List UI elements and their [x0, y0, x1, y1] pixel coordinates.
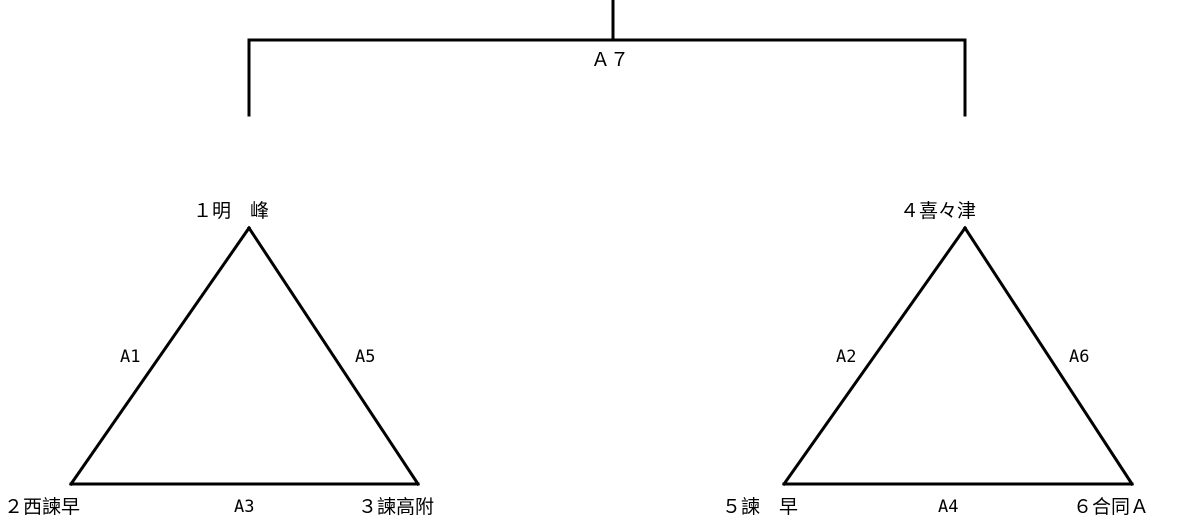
game-label: A2	[836, 347, 857, 367]
team-label: ２西諫早	[4, 496, 81, 518]
team-label: １明 峰	[193, 200, 270, 222]
group-b-right-edge	[962, 225, 1135, 487]
group-a-left-edge	[68, 225, 252, 487]
game-label: A3	[234, 497, 255, 517]
group-b-left-edge	[781, 225, 968, 487]
team-label: ６合同Ａ	[1073, 496, 1150, 518]
game-label: A5	[355, 347, 376, 367]
game-label: A6	[1069, 347, 1090, 367]
team-label: ５諫 早	[722, 496, 799, 518]
final-game-label: Ａ７	[591, 49, 630, 71]
game-label: A4	[938, 497, 959, 517]
game-label: A1	[120, 347, 141, 367]
team-label: ４喜々津	[900, 200, 977, 222]
team-label: ３諫高附	[358, 496, 435, 518]
group-a-right-edge	[246, 225, 421, 487]
